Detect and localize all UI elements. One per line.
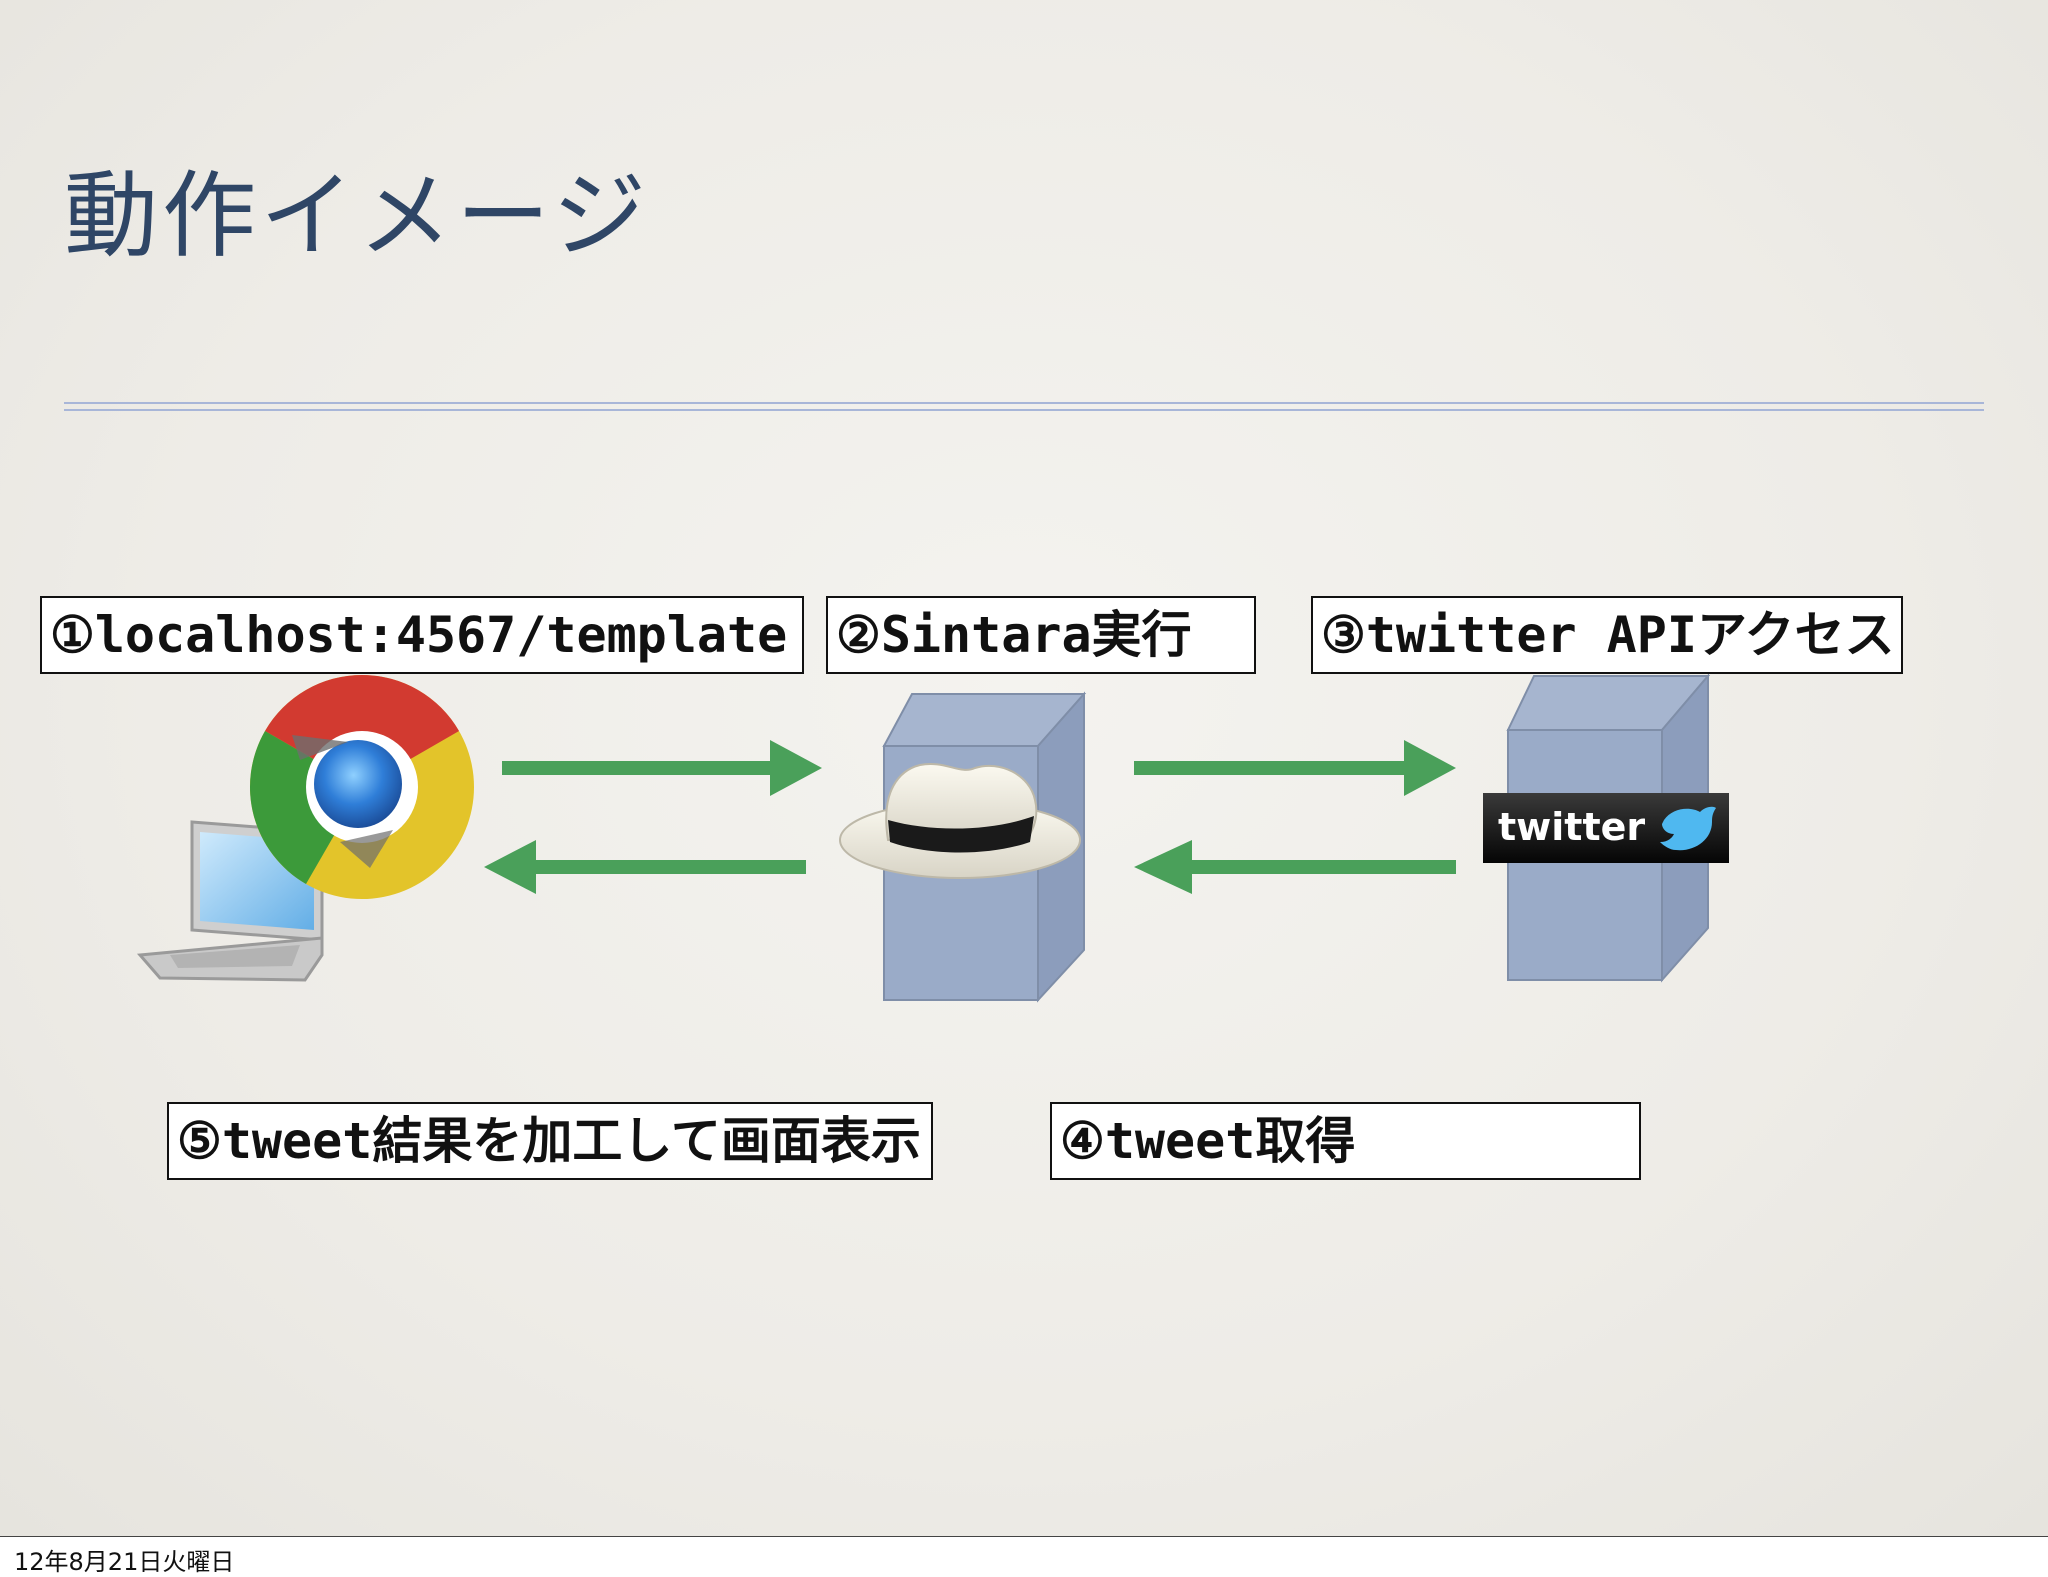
twitter-logo-text: twitter — [1498, 805, 1645, 849]
arrow-request-1 — [502, 740, 822, 796]
chrome-icon — [249, 674, 474, 899]
diagram-graphics: twitter — [136, 673, 1729, 1003]
slide: 動作イメージ — [0, 0, 2048, 1536]
arrow-request-3 — [1134, 740, 1456, 796]
twitter-logo: twitter — [1483, 793, 1729, 863]
step-3-label: ③twitter APIアクセス — [1311, 596, 1903, 674]
twitter-bird-icon — [1660, 806, 1716, 851]
arrow-response-5 — [484, 840, 806, 894]
step-2-label: ②Sintara実行 — [826, 596, 1256, 674]
fedora-hat-icon — [839, 762, 1081, 879]
footer-bar — [0, 1536, 2048, 1577]
footer-date: 12年8月21日火曜日 — [14, 1548, 235, 1576]
step-4-label: ④tweet取得 — [1050, 1102, 1641, 1180]
arrow-response-4 — [1134, 840, 1456, 894]
step-1-label: ①localhost:4567/template — [40, 596, 804, 674]
step-5-label: ⑤tweet結果を加工して画面表示 — [167, 1102, 933, 1180]
slide-title: 動作イメージ — [64, 162, 651, 271]
title-rule-top — [64, 402, 1984, 404]
title-rule-bottom — [64, 409, 1984, 411]
